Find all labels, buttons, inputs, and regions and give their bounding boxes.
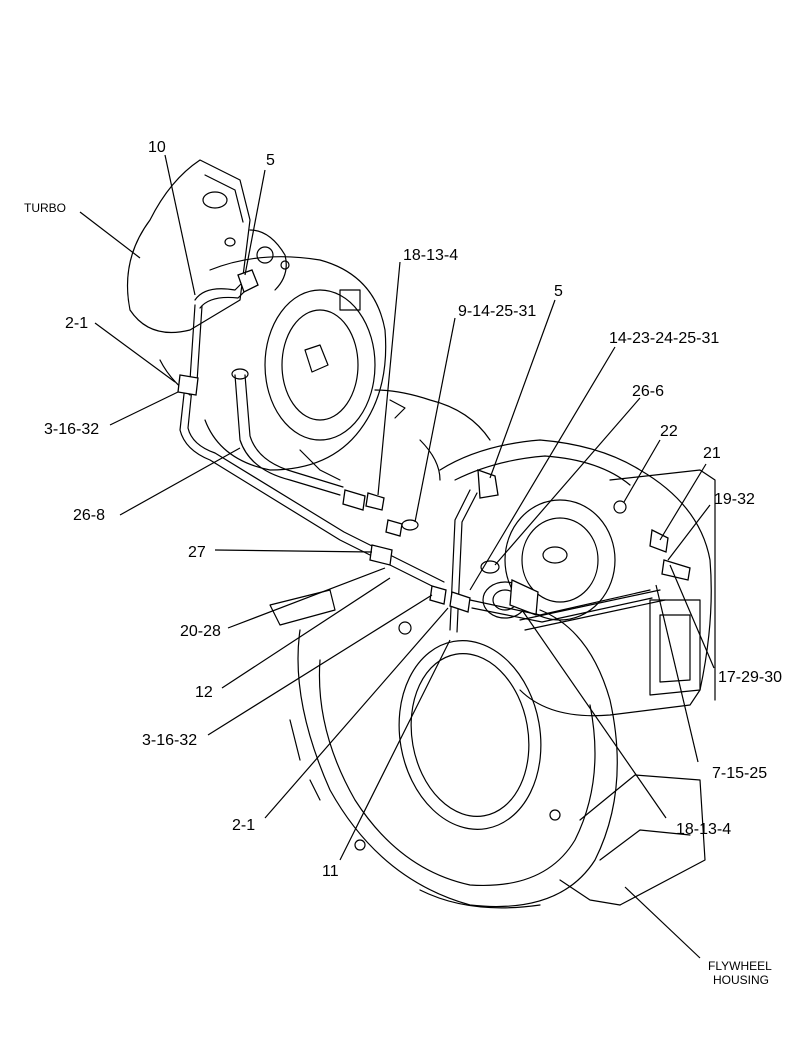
flywheel-housing-drawing <box>269 589 706 909</box>
gear-housing-drawing <box>439 439 716 717</box>
callout-26-8: 26-8 <box>73 507 105 524</box>
callout-labels: TURBO 10 5 18-13-4 2-1 5 9-14-25-31 14-2… <box>24 139 782 987</box>
callout-3-16-32-left: 3-16-32 <box>44 421 99 438</box>
callout-flywheel-line2: HOUSING <box>713 973 769 987</box>
callout-3-16-32-mid: 3-16-32 <box>142 732 197 749</box>
callout-5-mid: 5 <box>554 283 563 300</box>
callout-17-29-30: 17-29-30 <box>718 669 782 686</box>
callout-19-32: 19-32 <box>714 491 755 508</box>
callout-9-14-25-31: 9-14-25-31 <box>458 303 536 320</box>
oil-lines-drawing <box>177 269 653 633</box>
callout-11: 11 <box>322 863 339 880</box>
callout-turbo: TURBO <box>24 201 66 215</box>
callout-18-13-4-top: 18-13-4 <box>403 247 458 264</box>
callout-10: 10 <box>148 139 166 156</box>
callout-2-1-left: 2-1 <box>65 315 88 332</box>
callout-7-15-25: 7-15-25 <box>712 765 767 782</box>
turbocharger-drawing <box>126 159 491 481</box>
callout-14-23-24-25-31: 14-23-24-25-31 <box>609 330 719 347</box>
callout-22: 22 <box>660 423 678 440</box>
leader-lines <box>79 154 715 959</box>
callout-2-1-bottom: 2-1 <box>232 817 255 834</box>
callout-flywheel-line1: FLYWHEEL <box>708 959 772 973</box>
callout-21: 21 <box>703 445 721 462</box>
callout-27: 27 <box>188 544 206 561</box>
callout-12: 12 <box>195 684 213 701</box>
callout-20-28: 20-28 <box>180 623 221 640</box>
callout-26-6: 26-6 <box>632 383 664 400</box>
callout-5-top: 5 <box>266 152 275 169</box>
callout-18-13-4-bottom: 18-13-4 <box>676 821 731 838</box>
